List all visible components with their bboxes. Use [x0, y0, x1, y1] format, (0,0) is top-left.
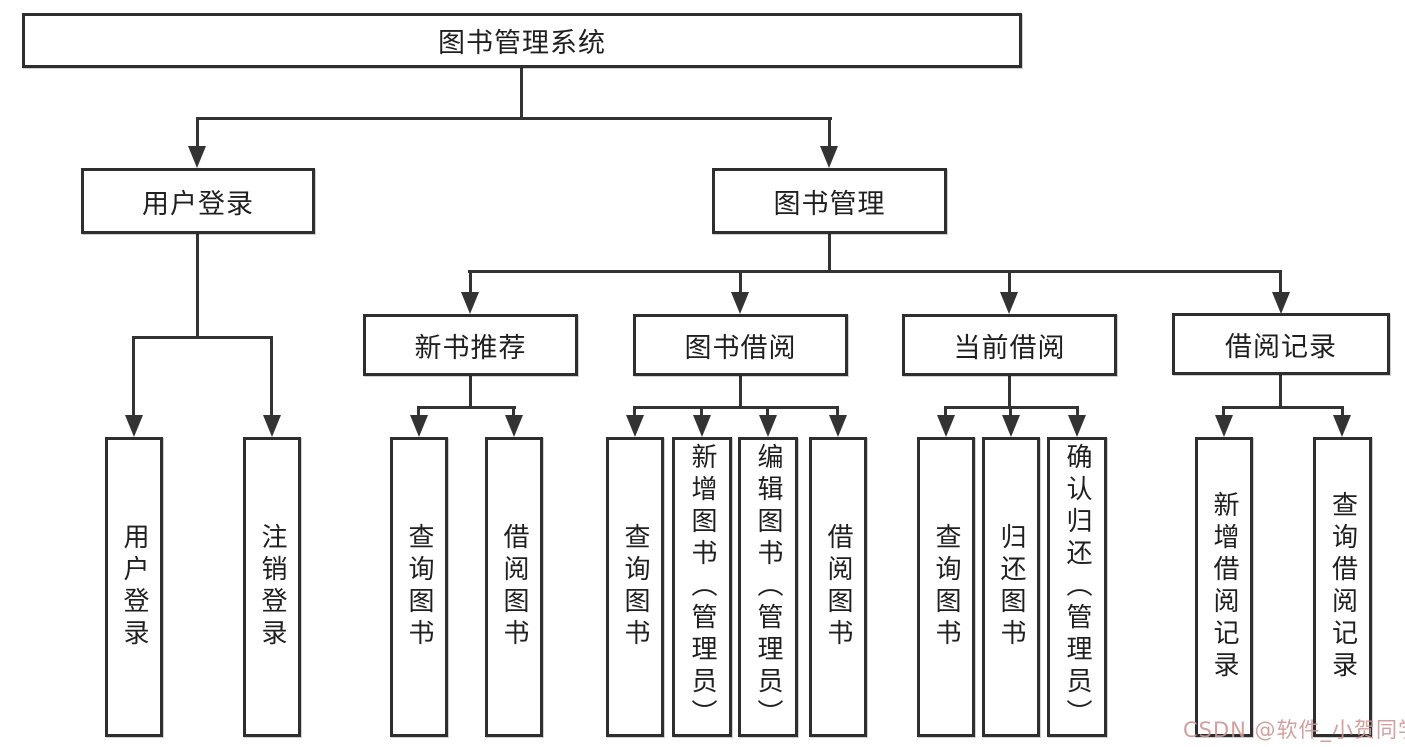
- node-current-borrow: 当前借阅: [902, 314, 1117, 376]
- connector-userlogin-bus: [132, 336, 273, 339]
- arrowhead-bookmgmt: [820, 146, 838, 168]
- connector-ul-leaf2-drop: [270, 336, 273, 417]
- node-new-book-recommend-label: 新书推荐: [414, 332, 527, 364]
- connector-userlogin-stem: [196, 234, 199, 339]
- node-current-borrow-label: 当前借阅: [953, 332, 1066, 364]
- connector-userlogin-drop: [196, 117, 199, 149]
- leaf-bb-edit-book-admin: 编辑图书（管理员）: [738, 437, 798, 737]
- connector-br-leaf2-drop: [1341, 406, 1344, 418]
- arrowhead-bookborrow: [731, 292, 749, 314]
- node-root-system: 图书管理系统: [22, 13, 1022, 68]
- node-borrow-records: 借阅记录: [1172, 313, 1390, 375]
- csdn-watermark: CSDN @软件_小贺同学: [1183, 718, 1405, 742]
- arrowhead-bb-leaf2: [693, 415, 711, 437]
- leaf-br-query-record: 查询借阅记录: [1313, 437, 1372, 737]
- connector-currentborrow-drop: [1008, 270, 1011, 295]
- arrowhead-br-leaf1: [1215, 415, 1233, 437]
- connector-root-stem: [520, 68, 523, 120]
- connector-bb-leaf2-drop: [700, 406, 703, 418]
- node-root-label: 图书管理系统: [438, 28, 606, 59]
- leaf-user-login-label: 用户登录: [119, 523, 149, 651]
- leaf-bb-edit-book-admin-label: 编辑图书（管理员）: [753, 443, 783, 731]
- connector-bb-leaf4-drop: [836, 406, 839, 418]
- connector-ul-leaf1-drop: [132, 336, 135, 417]
- leaf-cb-query-book-label: 查询图书: [931, 523, 961, 651]
- arrowhead-bb-leaf3: [759, 415, 777, 437]
- node-user-login: 用户登录: [81, 168, 315, 234]
- connector-newbook-drop: [469, 270, 472, 295]
- connector-bb-leaf1-drop: [633, 406, 636, 418]
- connector-cb-stem: [1008, 376, 1011, 409]
- leaf-br-add-record: 新增借阅记录: [1195, 437, 1253, 737]
- arrowhead-nb-leaf1: [410, 415, 428, 437]
- node-borrow-records-label: 借阅记录: [1225, 331, 1337, 363]
- connector-br-leaf1-drop: [1222, 406, 1225, 418]
- connector-bookborrow-drop: [739, 270, 742, 295]
- leaf-bb-query-book-label: 查询图书: [620, 523, 650, 651]
- node-user-login-label: 用户登录: [142, 188, 254, 220]
- leaf-bb-query-book: 查询图书: [606, 437, 664, 737]
- leaf-nb-borrow-book-label: 借阅图书: [499, 523, 529, 651]
- leaf-logout: 注销登录: [243, 437, 301, 737]
- connector-bookmgmt-drop: [828, 117, 831, 149]
- connector-nb-stem: [469, 376, 472, 409]
- arrowhead-cb-leaf2: [1002, 415, 1020, 437]
- connector-borrowrecords-drop: [1279, 270, 1282, 295]
- arrowhead-newbook: [461, 292, 479, 314]
- leaf-logout-label: 注销登录: [257, 523, 287, 651]
- node-book-borrow-label: 图书借阅: [684, 332, 797, 364]
- arrowhead-cb-leaf1: [937, 415, 955, 437]
- connector-level3-bus: [468, 270, 1282, 273]
- connector-level2-bus: [196, 117, 832, 120]
- connector-cb-leaf1-drop: [944, 406, 947, 418]
- arrowhead-nb-leaf2: [505, 415, 523, 437]
- leaf-cb-confirm-return-admin: 确认归还（管理员）: [1047, 437, 1107, 737]
- leaf-bb-borrow-book-label: 借阅图书: [823, 523, 853, 651]
- connector-cb-leaf3-drop: [1076, 406, 1079, 418]
- connector-nb-leaf1-drop: [417, 406, 420, 418]
- leaf-user-login: 用户登录: [105, 437, 163, 737]
- arrowhead-br-leaf2: [1333, 415, 1351, 437]
- leaf-bb-add-book-admin: 新增图书（管理员）: [672, 437, 732, 737]
- leaf-bb-borrow-book: 借阅图书: [809, 437, 867, 737]
- leaf-cb-query-book: 查询图书: [917, 437, 975, 737]
- connector-br-bus: [1222, 406, 1344, 409]
- connector-bb-leaf3-drop: [766, 406, 769, 418]
- node-new-book-recommend: 新书推荐: [363, 314, 578, 376]
- connector-br-stem: [1279, 375, 1282, 409]
- arrowhead-cb-leaf3: [1068, 415, 1086, 437]
- connector-bb-bus: [633, 406, 839, 409]
- arrowhead-ul-leaf1: [125, 415, 143, 437]
- arrowhead-borrowrecords: [1272, 292, 1290, 314]
- leaf-nb-query-book-label: 查询图书: [404, 523, 434, 651]
- leaf-cb-confirm-return-admin-label: 确认归还（管理员）: [1062, 443, 1092, 731]
- arrowhead-ul-leaf2: [263, 415, 281, 437]
- arrowhead-bb-leaf4: [829, 415, 847, 437]
- leaf-bb-add-book-admin-label: 新增图书（管理员）: [687, 443, 717, 731]
- node-book-management-label: 图书管理: [773, 188, 886, 220]
- connector-nb-leaf2-drop: [512, 406, 515, 418]
- leaf-br-query-record-label: 查询借阅记录: [1327, 491, 1358, 683]
- connector-nb-bus: [417, 406, 516, 409]
- connector-bb-stem: [739, 376, 742, 409]
- leaf-cb-return-book-label: 归还图书: [996, 523, 1026, 651]
- leaf-nb-borrow-book: 借阅图书: [485, 437, 543, 737]
- arrowhead-currentborrow: [1000, 292, 1018, 314]
- node-book-borrow: 图书借阅: [633, 314, 848, 376]
- connector-bookmgmt-stem: [828, 234, 831, 273]
- leaf-nb-query-book: 查询图书: [390, 437, 448, 737]
- node-book-management: 图书管理: [712, 168, 947, 234]
- arrowhead-userlogin: [188, 146, 206, 168]
- connector-cb-leaf2-drop: [1009, 406, 1012, 418]
- leaf-cb-return-book: 归还图书: [982, 437, 1040, 737]
- arrowhead-bb-leaf1: [626, 415, 644, 437]
- leaf-br-add-record-label: 新增借阅记录: [1209, 491, 1239, 683]
